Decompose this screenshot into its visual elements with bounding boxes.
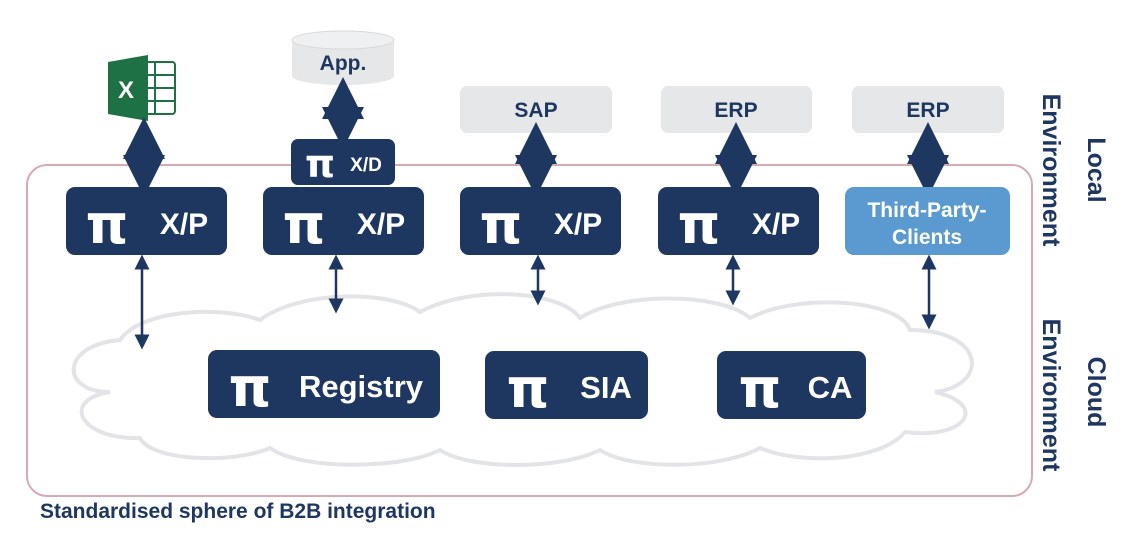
erp-label-2: ERP [906, 99, 949, 122]
xd-label: X/D [350, 155, 382, 176]
database-icon: App. [291, 30, 395, 85]
thin-arrows [134, 254, 937, 350]
svg-text:X: X [118, 77, 134, 104]
excel-icon: X [108, 55, 176, 121]
ca-label: CA [808, 370, 853, 405]
xp-connector-1: π X/P [66, 187, 227, 256]
cloud-label-line1: Cloud [1082, 357, 1110, 428]
xd-pi-icon: π [305, 142, 335, 186]
xd-adapter-box: π X/D [291, 139, 395, 186]
registry-label: Registry [299, 369, 424, 404]
sap-box: SAP [460, 86, 612, 133]
third-party-label-line2: Clients [892, 226, 962, 249]
xp-pi-icon-4: π [678, 193, 721, 256]
xp-label-1: X/P [160, 208, 208, 241]
cloud-label-line2: Environment [1037, 319, 1065, 472]
ca-service-box: π CA [717, 351, 866, 420]
xp-connector-4: π X/P [658, 187, 819, 256]
thick-arrows [123, 77, 949, 197]
ca-pi-icon: π [739, 357, 782, 420]
third-party-label-line1: Third-Party- [867, 199, 986, 222]
xp-pi-icon-3: π [480, 193, 523, 256]
sia-service-box: π SIA [485, 351, 648, 420]
sphere-caption: Standardised sphere of B2B integration [40, 500, 436, 523]
local-environment-label: Local Environment [1037, 94, 1110, 247]
xp-connector-2: π X/P [263, 187, 424, 256]
sia-label: SIA [580, 370, 632, 405]
erp-box-2: ERP [852, 86, 1004, 133]
xp-pi-icon-2: π [283, 193, 326, 256]
xp-label-3: X/P [554, 208, 602, 241]
xp-label-4: X/P [752, 208, 800, 241]
cloud-environment-label: Cloud Environment [1037, 319, 1110, 472]
erp-box-1: ERP [661, 86, 812, 133]
local-label-line2: Environment [1037, 94, 1065, 247]
sia-pi-icon: π [507, 357, 550, 420]
xp-connector-3: π X/P [460, 187, 621, 256]
local-label-line1: Local [1082, 137, 1110, 202]
sap-label: SAP [514, 99, 557, 122]
xp-pi-icon-1: π [86, 193, 129, 256]
registry-service-box: π Registry [208, 350, 440, 419]
registry-pi-icon: π [229, 356, 272, 419]
erp-label-1: ERP [714, 99, 757, 122]
xp-label-2: X/P [357, 208, 405, 241]
third-party-clients-box: Third-Party- Clients [845, 187, 1010, 255]
app-label: App. [320, 52, 367, 75]
